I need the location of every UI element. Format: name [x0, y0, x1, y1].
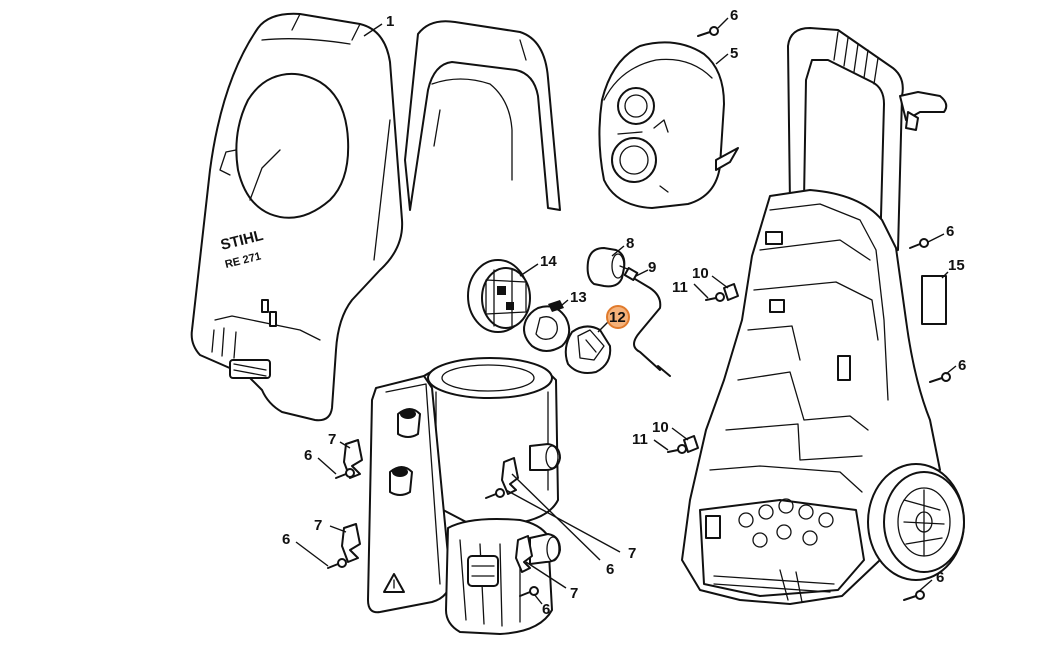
callout-8: 8 — [626, 235, 634, 252]
callout-11-upper: 11 — [672, 279, 688, 296]
screw-6-left-b — [327, 558, 347, 569]
callout-7-motor: 7 — [628, 545, 636, 562]
callout-6-bottom-right: 6 — [936, 569, 944, 586]
screw-6-right — [929, 372, 951, 383]
part-13-ring — [523, 300, 571, 352]
screw-11-upper — [705, 292, 725, 302]
callout-6-left-b: 6 — [282, 531, 290, 548]
screw-6-handle — [909, 238, 929, 249]
callout-5: 5 — [730, 45, 738, 62]
part-front-cover: STIHL RE 271 — [190, 12, 404, 422]
screw-11-lower — [667, 444, 687, 454]
callout-12: 12 — [609, 309, 626, 326]
screw-6-bottom-right — [903, 590, 925, 601]
part-8-cylinder — [586, 247, 631, 288]
part-12-knob — [564, 325, 612, 374]
leader-lines — [295, 17, 957, 605]
screw-6-left-a — [335, 468, 355, 479]
callout-6-left-a: 6 — [304, 447, 312, 464]
callout-15: 15 — [948, 257, 965, 274]
screw-6-motor — [485, 488, 505, 499]
callout-6-pump: 6 — [542, 601, 550, 618]
part-9-tube — [623, 267, 671, 377]
callout-7-left-a: 7 — [328, 431, 336, 448]
part-14-cap — [467, 259, 531, 333]
callout-12-highlight — [606, 305, 630, 329]
callout-13: 13 — [570, 289, 587, 306]
callout-14: 14 — [540, 253, 557, 270]
callout-7-pump: 7 — [570, 585, 578, 602]
trolley-frame — [681, 27, 965, 605]
motor-assembly — [367, 357, 561, 635]
callout-11-lower: 11 — [632, 431, 648, 448]
callout-6-motor: 6 — [606, 561, 614, 578]
screw-6-top — [697, 26, 719, 37]
callout-7-left-b: 7 — [314, 517, 322, 534]
part-rear-cover — [404, 20, 561, 211]
callout-10-lower: 10 — [652, 419, 669, 436]
part-motor-cover — [598, 41, 739, 209]
part-15-label — [921, 275, 947, 325]
callout-6-top: 6 — [730, 7, 738, 24]
callout-9: 9 — [648, 259, 656, 276]
callout-labels: 1 6 5 8 9 14 13 12 6 15 10 11 6 10 11 7 … — [282, 7, 966, 618]
callout-6-right: 6 — [958, 357, 966, 374]
callout-1: 1 — [386, 13, 394, 30]
callout-6-handle: 6 — [946, 223, 954, 240]
callout-10-upper: 10 — [692, 265, 709, 282]
